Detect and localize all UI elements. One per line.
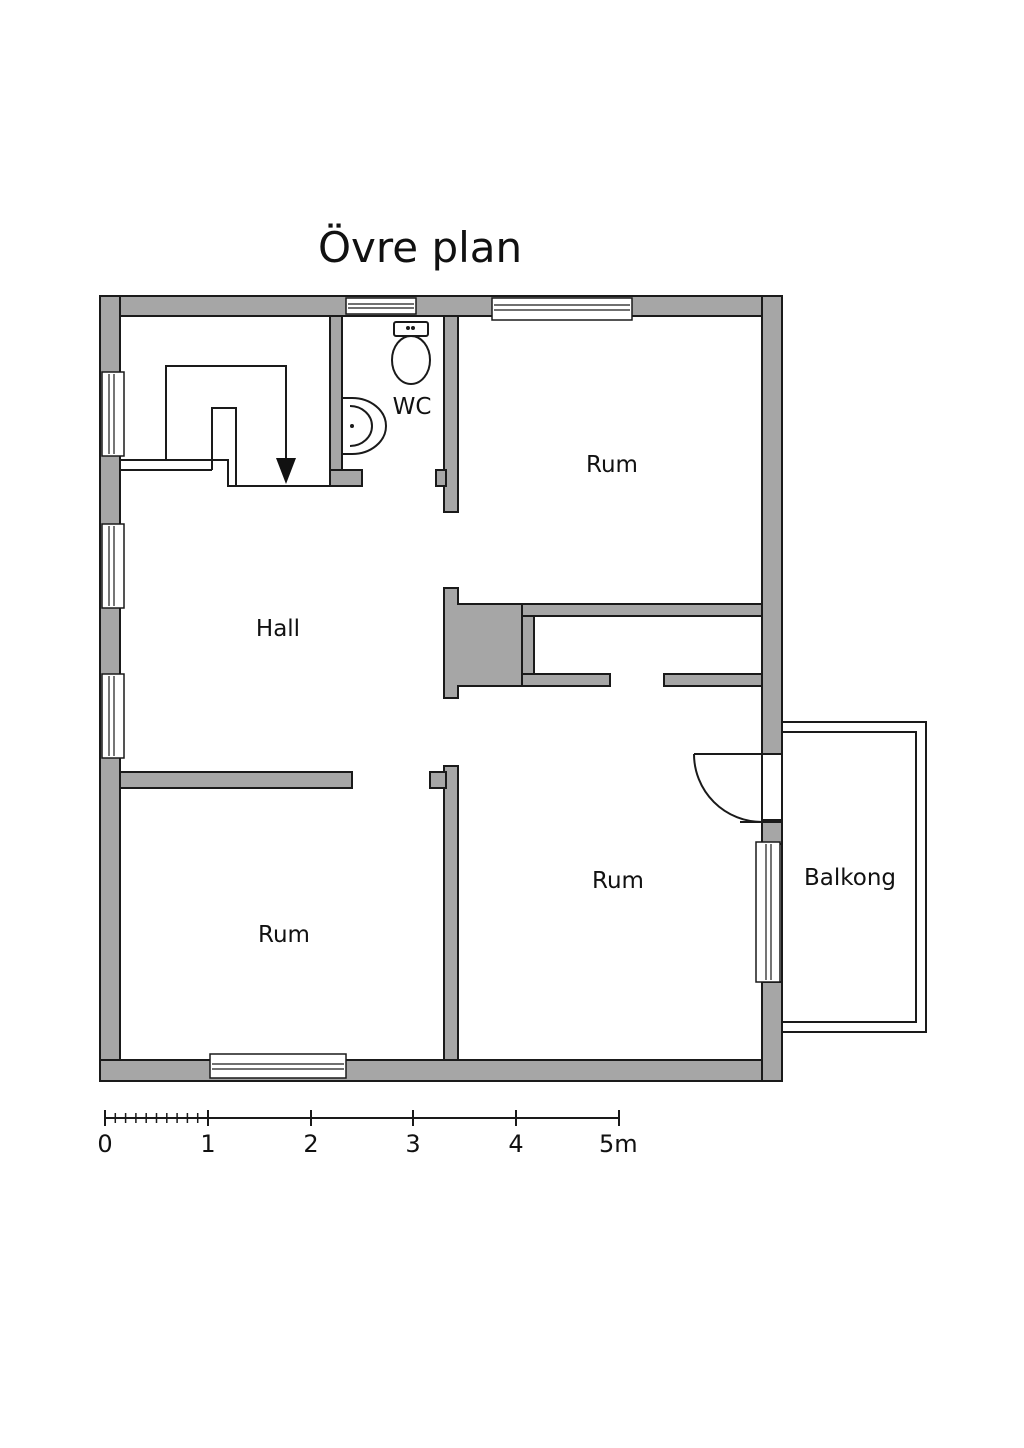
window-left-3 [101,673,125,759]
scale-label-5m: 5m [599,1130,638,1158]
scale-label-2: 2 [303,1130,318,1158]
window-left-1 [101,371,125,457]
scale-label-0: 0 [97,1130,112,1158]
outer-walls [99,295,783,1082]
room-label-wc: WC [393,394,432,420]
scale-label-3: 3 [405,1130,420,1158]
stair-arrow-icon [276,458,296,484]
window-bottom [209,1053,347,1079]
sink-icon [341,397,387,455]
balcony-door [693,753,782,823]
windows [101,297,781,1079]
scale-label-1: 1 [200,1130,215,1158]
room-label-rum-bottom-left: Rum [258,922,310,948]
plan-title: Övre plan [318,222,522,272]
staircase [120,365,330,487]
room-label-hall: Hall [256,616,300,642]
scale-bar: 0 1 2 3 4 5m [97,1110,638,1158]
room-label-balkong: Balkong [804,865,896,891]
window-right [755,841,781,983]
scale-label-4: 4 [508,1130,523,1158]
room-label-rum-top: Rum [586,452,638,478]
window-rum-top [491,297,633,321]
window-left-2 [101,523,125,609]
window-wc [345,297,417,315]
toilet-icon [393,321,429,337]
balcony [781,721,927,1033]
wc-fixtures [341,321,431,455]
interior-walls [119,315,763,1061]
room-label-rum-bottom-right: Rum [592,868,644,894]
